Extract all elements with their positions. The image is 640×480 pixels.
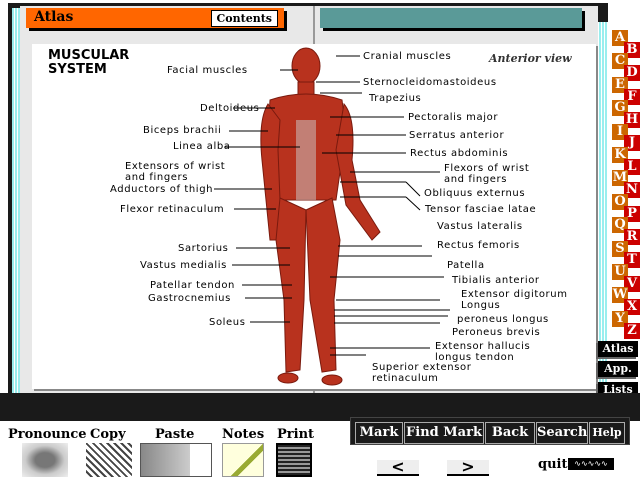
page-edge-left [12, 8, 22, 408]
label-tibialis-anterior: Tibialis anterior [452, 275, 540, 286]
right-page-header [320, 8, 582, 28]
label-rectus-abdominis: Rectus abdominis [410, 148, 509, 159]
prescription-notes-icon[interactable] [222, 443, 264, 477]
dna-copy-icon[interactable] [86, 443, 132, 477]
label-trapezius: Trapezius [369, 93, 422, 104]
bottom-frame [0, 393, 640, 421]
back-button[interactable]: Back [485, 422, 535, 444]
index-tab-t[interactable]: T [624, 252, 640, 269]
title-line-1: MUSCULAR [48, 48, 130, 63]
title-line-2: SYSTEM [48, 62, 107, 77]
quit-button[interactable]: quit [538, 457, 568, 472]
label-obliquus-externus: Obliquus externus [424, 188, 526, 199]
notes-label: Notes [222, 427, 265, 442]
label-extensors-wrist: Extensors of wrist and fingers [125, 161, 226, 183]
left-leg [305, 197, 341, 373]
xray-print-icon[interactable] [276, 443, 312, 477]
help-button[interactable]: Help [589, 422, 625, 444]
side-nav-atlas[interactable]: Atlas [598, 341, 638, 357]
label-deltoideus: Deltoideus [200, 103, 260, 114]
waveform-quit-icon[interactable]: ∿∿∿∿∿ [568, 458, 614, 470]
copy-label: Copy [90, 427, 126, 442]
head [291, 47, 321, 85]
label-soleus: Soleus [209, 317, 246, 328]
label-tensor-fasciae-latae: Tensor fasciae latae [425, 204, 537, 215]
view-label: Anterior view [489, 52, 572, 65]
label-extensor-hallucis: Extensor hallucis longus tendon [435, 341, 531, 363]
label-patella: Patella [447, 260, 485, 271]
index-tab-p[interactable]: P [624, 205, 640, 222]
left-arm [335, 102, 381, 241]
label-peroneus-longus: peroneus longus [457, 314, 549, 325]
leader-lines [214, 55, 450, 356]
index-tab-v[interactable]: V [624, 275, 640, 292]
page-edge-right [596, 22, 608, 400]
index-tab-r[interactable]: R [624, 228, 640, 245]
command-bar: Mark Find Mark Back Search Help [350, 417, 630, 445]
lips-pronounce-icon[interactable] [22, 443, 68, 477]
label-rectus-femoris: Rectus femoris [437, 240, 520, 251]
label-flexor-retinaculum: Flexor retinaculum [120, 204, 225, 215]
label-sternocleidomastoideus: Sternocleidomastoideus [363, 77, 497, 88]
index-tab-d[interactable]: D [624, 65, 640, 82]
label-pectoralis-major: Pectoralis major [408, 112, 499, 123]
title-bar: Atlas Contents [26, 8, 284, 28]
index-tab-z[interactable]: Z [624, 322, 640, 339]
left-foot [321, 374, 343, 386]
hand-paste-icon[interactable] [140, 443, 212, 477]
mark-button[interactable]: Mark [355, 422, 403, 444]
paste-label: Paste [155, 427, 195, 442]
find-mark-button[interactable]: Find Mark [404, 422, 484, 444]
app-title: Atlas [34, 9, 74, 25]
label-vastus-lateralis: Vastus lateralis [437, 221, 523, 232]
label-flexors-wrist: Flexors of wrist and fingers [444, 163, 530, 185]
print-label: Print [277, 427, 315, 442]
label-peroneus-brevis: Peroneus brevis [452, 327, 541, 338]
linea-alba-highlight [296, 120, 316, 200]
pronounce-label: Pronounce [8, 427, 87, 442]
label-facial-muscles: Facial muscles [167, 65, 248, 76]
index-tab-n[interactable]: N [624, 182, 640, 199]
index-tab-f[interactable]: F [624, 88, 640, 105]
index-tab-h[interactable]: H [624, 111, 640, 128]
right-foot [277, 372, 299, 384]
label-sartorius: Sartorius [178, 243, 229, 254]
label-superior-extensor-retinaculum: Superior extensor retinaculum [372, 362, 472, 384]
right-arm [260, 103, 283, 241]
label-gastrocnemius: Gastrocnemius [148, 293, 231, 304]
next-page-button[interactable]: > [447, 459, 489, 476]
previous-page-button[interactable]: < [377, 459, 419, 476]
label-biceps-brachii: Biceps brachii [143, 125, 222, 136]
index-tab-x[interactable]: X [624, 299, 640, 316]
contents-button[interactable]: Contents [210, 10, 278, 27]
index-tab-b[interactable]: B [624, 41, 640, 58]
label-patellar-tendon: Patellar tendon [150, 280, 235, 291]
label-serratus-anterior: Serratus anterior [409, 130, 505, 141]
index-tab-j[interactable]: J [624, 135, 640, 152]
index-tab-l[interactable]: L [624, 158, 640, 175]
label-cranial-muscles: Cranial muscles [363, 51, 452, 62]
search-button[interactable]: Search [536, 422, 588, 444]
label-vastus-medialis: Vastus medialis [140, 260, 227, 271]
label-adductors-thigh: Adductors of thigh [110, 184, 214, 195]
side-nav-app[interactable]: App. [598, 361, 638, 377]
label-extensor-digitorum-longus: Extensor digitorum Longus [461, 289, 568, 311]
label-linea-alba: Linea alba [173, 141, 231, 152]
